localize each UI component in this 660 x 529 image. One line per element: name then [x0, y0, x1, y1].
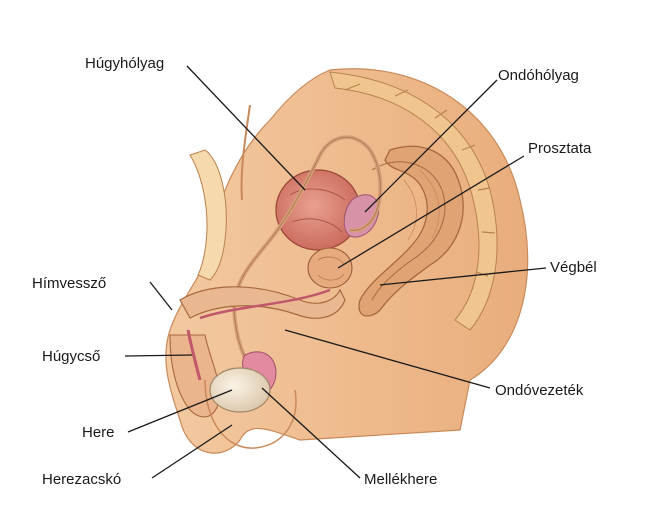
- label-testis: Here: [82, 424, 115, 441]
- label-bladder: Húgyhólyag: [85, 55, 164, 72]
- testis: [210, 368, 270, 412]
- label-vas-deferens: Ondóvezeték: [495, 382, 584, 399]
- label-epididymis: Mellékhere: [364, 471, 437, 488]
- label-seminal-vesicle: Ondóhólyag: [498, 67, 579, 84]
- label-scrotum: Herezacskó: [42, 471, 121, 488]
- label-penis: Hímvessző: [32, 275, 106, 292]
- prostate: [308, 248, 352, 288]
- label-prostate: Prosztata: [528, 140, 592, 157]
- label-rectum: Végbél: [550, 259, 597, 276]
- label-urethra: Húgycső: [42, 348, 100, 365]
- leader-penis: [150, 282, 172, 310]
